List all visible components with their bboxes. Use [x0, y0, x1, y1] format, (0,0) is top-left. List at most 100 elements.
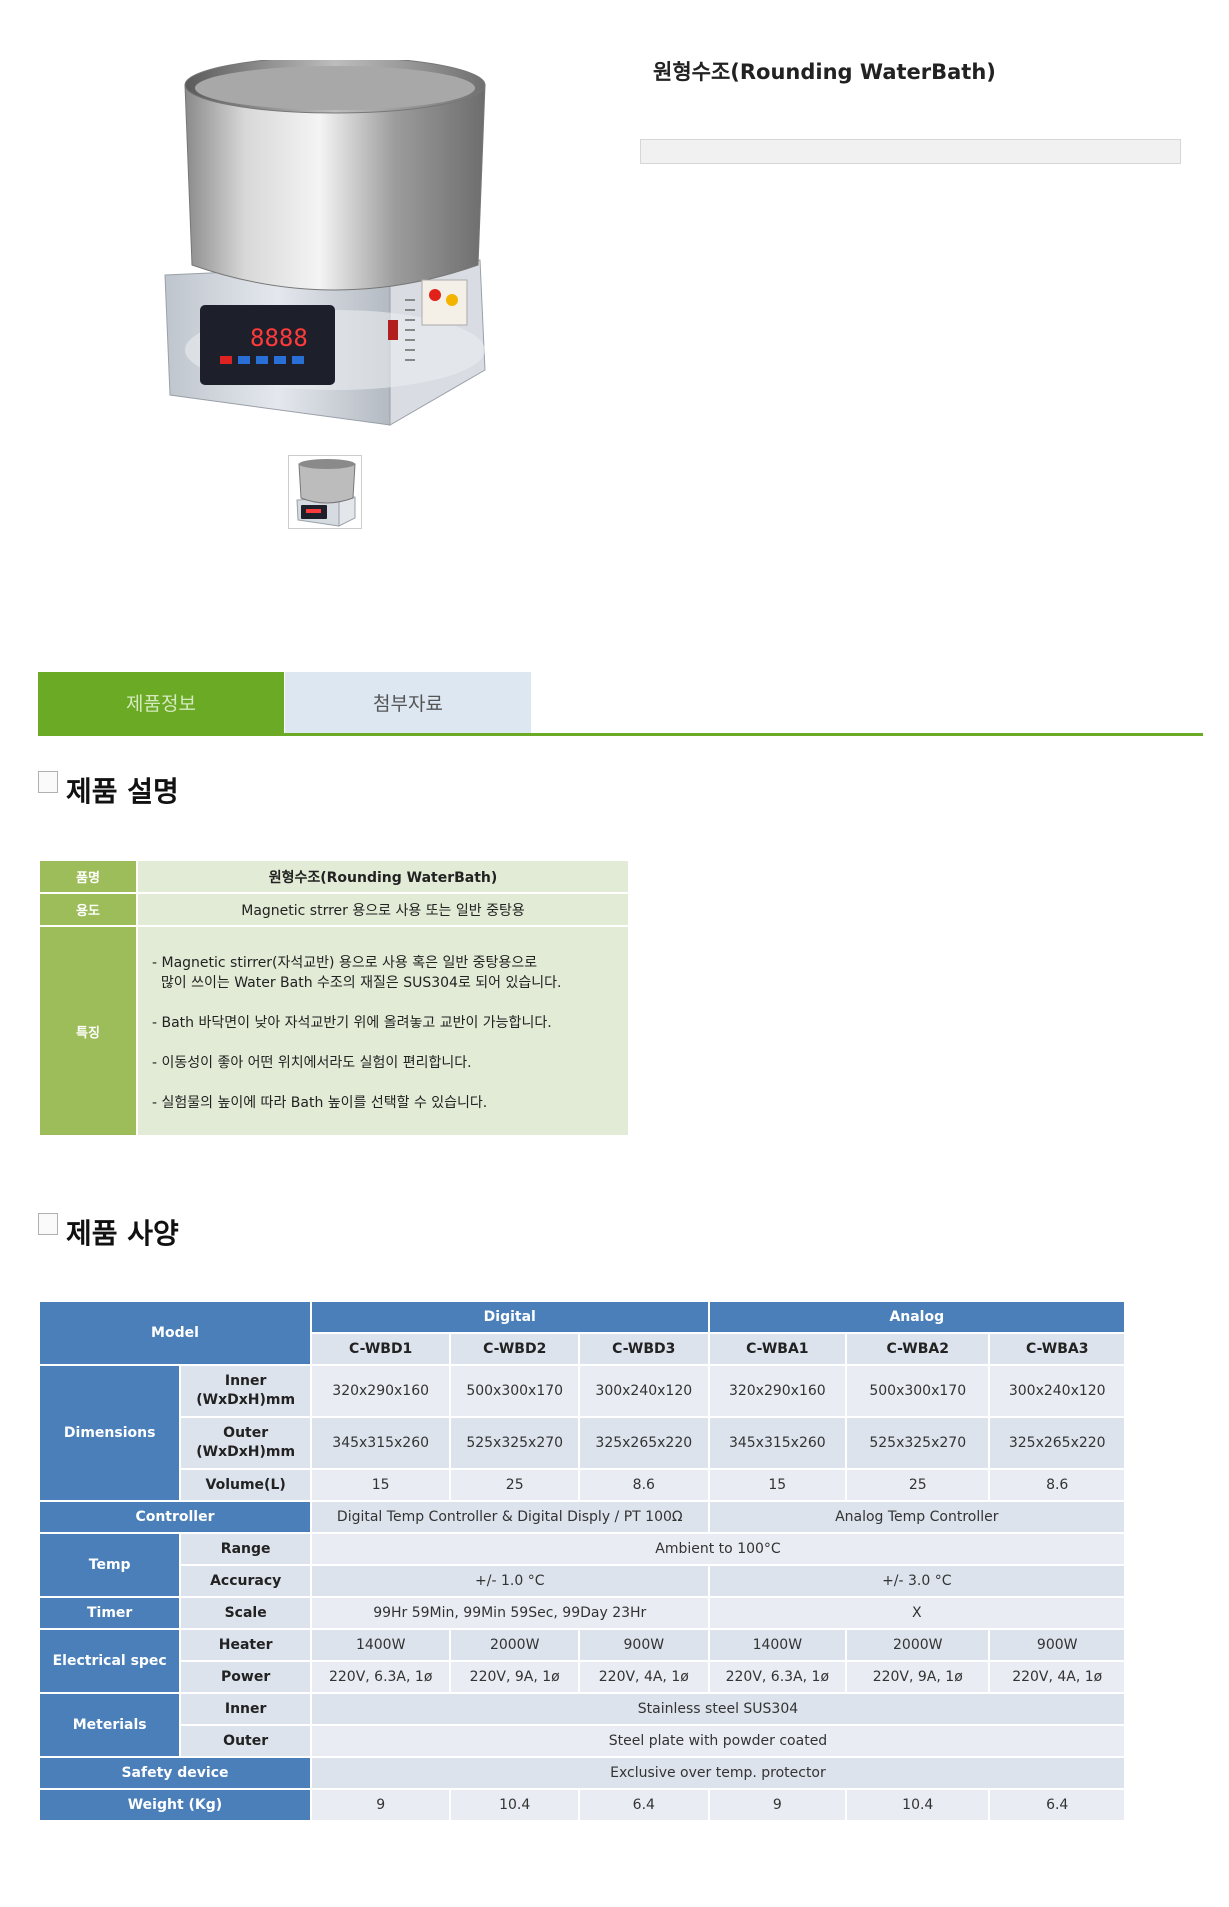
broken-image-icon — [38, 1213, 58, 1235]
feature-item: - Magnetic stirrer(자석교반) 용으로 사용 혹은 일반 중탕… — [152, 955, 538, 971]
outer-dim-label: Outer (WxDxH)mm — [181, 1418, 310, 1468]
spec-cell: 25 — [847, 1470, 989, 1500]
spec-cell: 220V, 9A, 1ø — [847, 1662, 989, 1692]
feature-item: - 실험물의 높이에 따라 Bath 높이를 선택할 수 있습니다. — [152, 1095, 488, 1111]
spec-cell: 15 — [311, 1470, 450, 1500]
spec-cell: 325x265x220 — [990, 1418, 1124, 1468]
spec-cell: 300x240x120 — [580, 1366, 708, 1416]
scale-analog: X — [709, 1598, 1124, 1628]
spec-cell: 2000W — [847, 1630, 989, 1660]
product-option-bar — [640, 139, 1181, 164]
product-title: 원형수조(Rounding WaterBath) — [653, 60, 996, 84]
range-label: Range — [181, 1534, 310, 1564]
feature-list: - Magnetic stirrer(자석교반) 용으로 사용 혹은 일반 중탕… — [138, 927, 628, 1135]
spec-cell: 320x290x160 — [709, 1366, 846, 1416]
spec-cell: 220V, 6.3A, 1ø — [709, 1662, 846, 1692]
spec-cell: 500x300x170 — [847, 1366, 989, 1416]
feature-label: 특징 — [40, 927, 136, 1135]
model-name: C-WBD2 — [451, 1334, 578, 1364]
mat-inner-label: Inner — [181, 1694, 310, 1724]
spec-cell: 320x290x160 — [311, 1366, 450, 1416]
temp-label: Temp — [40, 1534, 180, 1596]
safety-label: Safety device — [40, 1758, 310, 1788]
mat-outer-value: Steel plate with powder coated — [311, 1726, 1124, 1756]
use-value: Magnetic strrer 용으로 사용 또는 일반 중탕용 — [138, 894, 628, 925]
spec-cell: 900W — [580, 1630, 708, 1660]
model-name: C-WBA2 — [847, 1334, 989, 1364]
model-name: C-WBA1 — [709, 1334, 846, 1364]
model-name: C-WBA3 — [990, 1334, 1124, 1364]
spec-cell: 525x325x270 — [847, 1418, 989, 1468]
spec-cell: 2000W — [451, 1630, 578, 1660]
analog-header: Analog — [709, 1302, 1124, 1332]
description-heading: 제품 설명 — [38, 770, 179, 810]
mat-outer-label: Outer — [181, 1726, 310, 1756]
spec-cell: 9 — [709, 1790, 846, 1820]
spec-cell: 6.4 — [580, 1790, 708, 1820]
materials-label: Meterials — [40, 1694, 180, 1756]
spec-cell: 8.6 — [580, 1470, 708, 1500]
scale-label: Scale — [181, 1598, 310, 1628]
spec-title: 제품 사양 — [66, 1217, 179, 1250]
model-header: Model — [40, 1302, 310, 1364]
timer-label: Timer — [40, 1598, 180, 1628]
product-main-image: 8888 — [150, 56, 510, 440]
spec-cell: 325x265x220 — [580, 1418, 708, 1468]
power-label: Power — [181, 1662, 310, 1692]
spec-cell: 300x240x120 — [990, 1366, 1124, 1416]
temp-display: 8888 — [250, 324, 308, 352]
digital-header: Digital — [311, 1302, 708, 1332]
spec-cell: 220V, 9A, 1ø — [451, 1662, 578, 1692]
name-value: 원형수조(Rounding WaterBath) — [138, 861, 628, 892]
broken-image-icon — [38, 771, 58, 793]
controller-digital: Digital Temp Controller & Digital Disply… — [311, 1502, 708, 1532]
spec-cell: 8.6 — [990, 1470, 1124, 1500]
accuracy-analog: +/- 3.0 °C — [709, 1566, 1124, 1596]
spec-cell: 500x300x170 — [451, 1366, 578, 1416]
controller-analog: Analog Temp Controller — [709, 1502, 1124, 1532]
product-thumbnail[interactable] — [288, 455, 362, 529]
spec-cell: 220V, 6.3A, 1ø — [311, 1662, 450, 1692]
accuracy-digital: +/- 1.0 °C — [311, 1566, 708, 1596]
inner-dim-label: Inner (WxDxH)mm — [181, 1366, 310, 1416]
spec-cell: 220V, 4A, 1ø — [580, 1662, 708, 1692]
spec-cell: 9 — [311, 1790, 450, 1820]
spec-cell: 220V, 4A, 1ø — [990, 1662, 1124, 1692]
heater-label: Heater — [181, 1630, 310, 1660]
weight-label: Weight (Kg) — [40, 1790, 310, 1820]
tab-attachments[interactable]: 첨부자료 — [285, 672, 531, 733]
accuracy-label: Accuracy — [181, 1566, 310, 1596]
tab-underline — [38, 733, 1203, 736]
spec-cell: 15 — [709, 1470, 846, 1500]
controller-label: Controller — [40, 1502, 310, 1532]
spec-cell: 345x315x260 — [709, 1418, 846, 1468]
spec-cell: 10.4 — [451, 1790, 578, 1820]
description-title: 제품 설명 — [66, 775, 179, 808]
feature-item: 많이 쓰이는 Water Bath 수조의 재질은 SUS304로 되어 있습니… — [160, 975, 562, 991]
spec-cell: 1400W — [709, 1630, 846, 1660]
spec-cell: 10.4 — [847, 1790, 989, 1820]
name-label: 품명 — [40, 861, 136, 892]
safety-value: Exclusive over temp. protector — [311, 1758, 1124, 1788]
model-name: C-WBD1 — [311, 1334, 450, 1364]
volume-label: Volume(L) — [181, 1470, 310, 1500]
tab-product-info[interactable]: 제품정보 — [38, 672, 284, 733]
range-value: Ambient to 100°C — [311, 1534, 1124, 1564]
spec-cell: 345x315x260 — [311, 1418, 450, 1468]
feature-item: - Bath 바닥면이 낮아 자석교반기 위에 올려놓고 교반이 가능합니다. — [152, 1015, 552, 1031]
description-table: 품명 원형수조(Rounding WaterBath) 용도 Magnetic … — [38, 859, 630, 1137]
scale-digital: 99Hr 59Min, 99Min 59Sec, 99Day 23Hr — [311, 1598, 708, 1628]
dimensions-label: Dimensions — [40, 1366, 180, 1500]
spec-table: Model Digital Analog C-WBD1 C-WBD2 C-WBD… — [38, 1300, 1126, 1822]
feature-item: - 이동성이 좋아 어떤 위치에서라도 실험이 편리합니다. — [152, 1055, 472, 1071]
spec-cell: 25 — [451, 1470, 578, 1500]
spec-cell: 900W — [990, 1630, 1124, 1660]
use-label: 용도 — [40, 894, 136, 925]
model-name: C-WBD3 — [580, 1334, 708, 1364]
spec-heading: 제품 사양 — [38, 1212, 179, 1252]
mat-inner-value: Stainless steel SUS304 — [311, 1694, 1124, 1724]
spec-cell: 1400W — [311, 1630, 450, 1660]
electrical-label: Electrical spec — [40, 1630, 180, 1692]
spec-cell: 6.4 — [990, 1790, 1124, 1820]
spec-cell: 525x325x270 — [451, 1418, 578, 1468]
